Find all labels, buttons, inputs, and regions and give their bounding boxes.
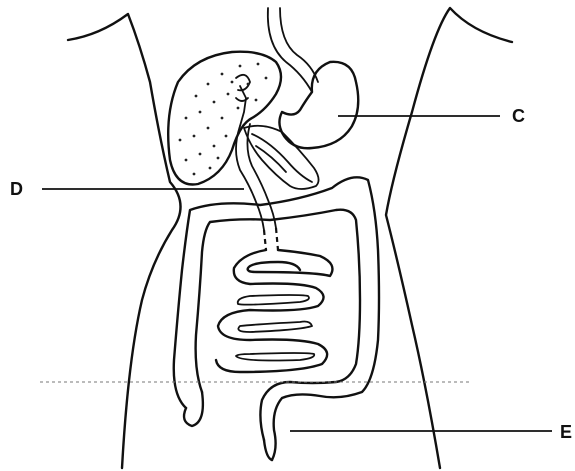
label-d: D	[10, 179, 23, 199]
right-shoulder-outline	[386, 8, 512, 468]
stomach	[279, 62, 358, 148]
left-shoulder-outline	[68, 14, 181, 468]
bile-duct	[236, 86, 248, 126]
appendix	[264, 440, 272, 460]
esophagus	[268, 8, 318, 92]
gallbladder-tip	[236, 98, 248, 101]
label-c: C	[512, 106, 525, 126]
esophagus-left-wall	[268, 8, 312, 92]
small-intestine	[216, 250, 332, 372]
duodenum-hidden-right	[276, 228, 278, 250]
small-intestine-coil-2	[238, 295, 309, 305]
liver-lobe-notch	[236, 75, 250, 91]
body-outline	[68, 8, 512, 468]
duodenum	[236, 124, 278, 250]
colon-descending-left	[184, 392, 203, 426]
label-e: E	[560, 422, 572, 442]
esophagus-right-wall	[280, 8, 318, 82]
liver	[168, 52, 281, 185]
small-intestine-coil-3	[238, 322, 312, 333]
pancreas	[244, 126, 319, 189]
small-intestine-coil-4	[236, 353, 314, 361]
duodenum-hidden-left	[264, 230, 266, 250]
small-intestine-inner	[248, 250, 333, 276]
bile-duct-line	[240, 86, 246, 126]
large-intestine	[174, 177, 379, 460]
